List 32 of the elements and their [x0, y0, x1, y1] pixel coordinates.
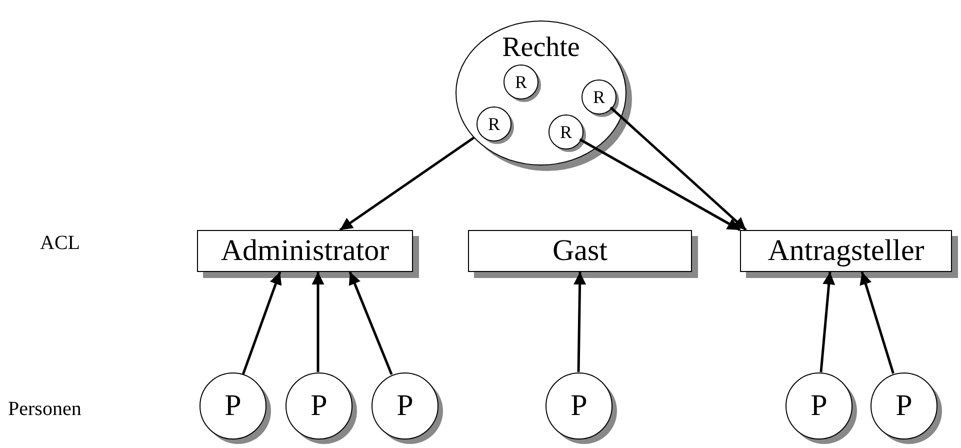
- arrow: [820, 272, 836, 372]
- arrow: [610, 106, 747, 231]
- arrow: [860, 272, 894, 374]
- node-label: R: [560, 123, 572, 141]
- node-label: P: [810, 391, 828, 421]
- arrow: [339, 136, 475, 232]
- row-label: Personen: [8, 397, 82, 422]
- node-label: Gast: [552, 236, 608, 266]
- arrow: [348, 272, 393, 375]
- node-label: P: [224, 391, 242, 421]
- row-label: ACL: [40, 231, 80, 256]
- circle-node: [285, 372, 359, 446]
- node-label: P: [896, 391, 912, 421]
- node-label: Administrator: [220, 236, 390, 266]
- node-label: P: [310, 391, 328, 421]
- node-label: R: [592, 88, 605, 106]
- circle-node: [785, 372, 859, 446]
- circle-node: [545, 372, 619, 446]
- arrow: [574, 272, 586, 372]
- node-label: R: [488, 115, 500, 133]
- circle-node: [870, 372, 944, 446]
- circle-node: [199, 372, 273, 446]
- node-label: P: [570, 391, 588, 421]
- circle-node: [371, 372, 445, 446]
- arrow: [242, 272, 282, 374]
- node-label: Antragsteller: [768, 236, 924, 266]
- node-label: P: [396, 391, 414, 421]
- node-label: Rechte: [501, 34, 581, 62]
- rights-ellipse: [455, 20, 633, 172]
- arrow: [312, 272, 324, 372]
- arrow: [579, 138, 741, 232]
- node-label: R: [514, 73, 527, 91]
